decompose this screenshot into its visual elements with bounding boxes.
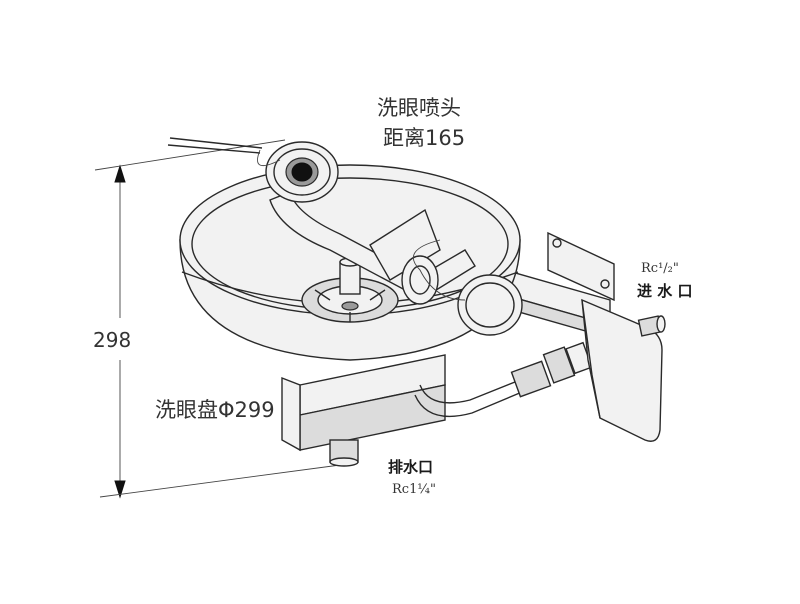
drain-thread-label: Rc1¼" [392,482,436,497]
water-pipe [414,341,593,418]
inlet-thread-label: Rc¹/₂" [641,261,679,276]
center-riser [339,257,361,295]
center-head [369,208,441,305]
spray-head-distance-label: 距离165 [383,126,466,150]
dust-cap-left-lanyard [167,137,281,167]
base-block [281,354,446,452]
spray-head-left [265,141,339,203]
spray-head-name-label: 洗眼喷头 [377,96,461,120]
dust-cap-right [412,239,523,336]
wall-bracket [547,231,615,302]
inlet-name-label: 进 水 口 [637,282,693,300]
height-dimension [94,139,341,499]
drain-name-label: 排水口 [388,458,434,476]
height-dimension-label: 298 [93,328,132,352]
bowl-drain [301,277,399,323]
bowl-diameter-label: 洗眼盘Φ299 [155,398,275,422]
drain-outlet [329,439,359,467]
inlet-stub [637,315,666,337]
